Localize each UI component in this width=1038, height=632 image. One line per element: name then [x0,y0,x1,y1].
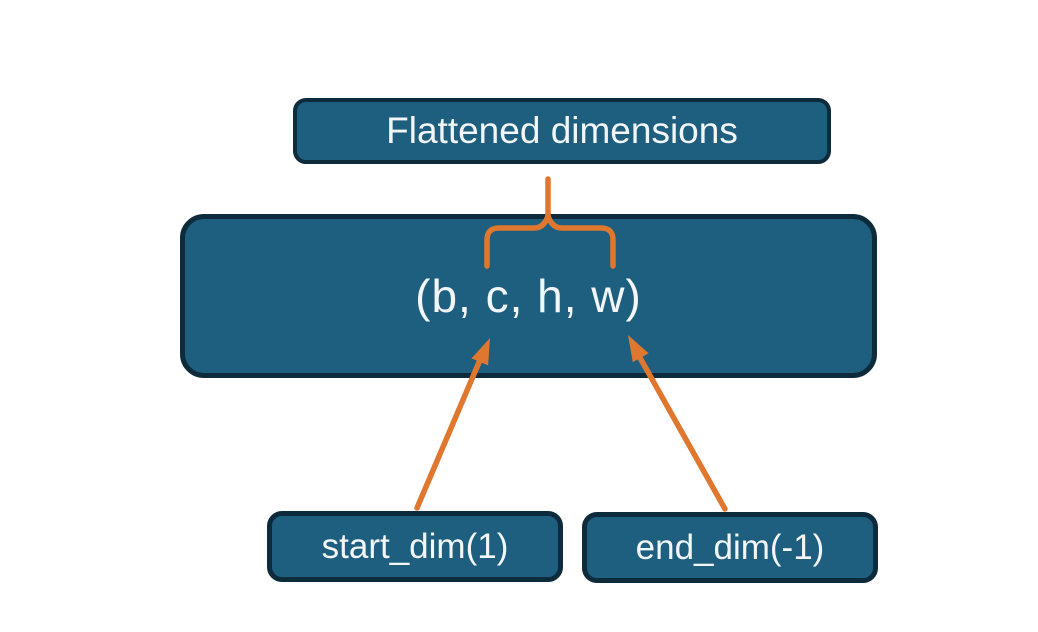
tensor-shape-label: (b, c, h, w) [415,270,642,322]
node-tensor-shape: (b, c, h, w) [180,214,877,378]
start-dim-label: start_dim(1) [321,526,509,566]
flattened-dimensions-label: Flattened dimensions [386,110,738,151]
node-start-dim: start_dim(1) [267,511,563,582]
node-end-dim: end_dim(-1) [582,512,878,583]
node-flattened-dimensions: Flattened dimensions [293,98,831,164]
end-dim-label: end_dim(-1) [635,527,825,567]
